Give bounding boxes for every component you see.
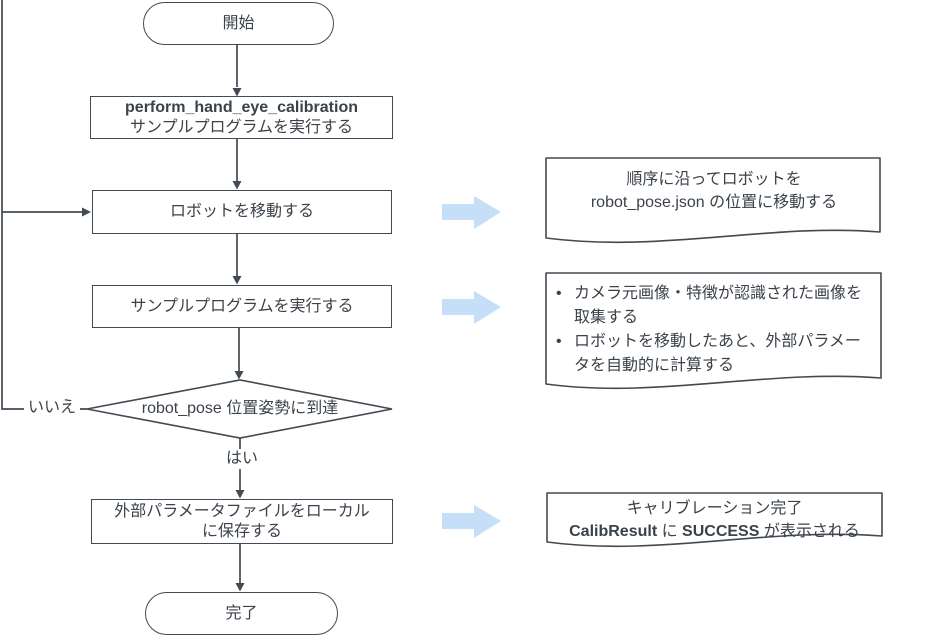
note2-text: • カメラ元画像・特徴が認識された画像を取集する • ロボットを移動したあと、外…	[556, 282, 874, 378]
step1-line1: perform_hand_eye_calibration	[125, 98, 358, 116]
arrowhead	[232, 88, 242, 97]
step2-label: ロボットを移動する	[169, 203, 314, 220]
step-save-file-node: 外部パラメータファイルをローカル に保存する	[91, 499, 393, 544]
branch-no-label: いいえ	[24, 398, 81, 418]
note3-line1: キャリブレーション完了	[626, 500, 803, 517]
end-label: 完了	[225, 604, 258, 622]
step4-line2: に保存する	[201, 522, 282, 540]
arrowhead	[234, 371, 244, 380]
note3-mid: に	[657, 523, 683, 540]
step-move-robot-node: ロボットを移動する	[92, 190, 392, 234]
note2-document-shape	[545, 272, 882, 390]
edge-loopback	[1, 0, 87, 410]
note2-bullet-item: • カメラ元画像・特徴が認識された画像を取集する	[556, 282, 874, 330]
step-run-program-node: サンプルプログラムを実行する	[92, 285, 392, 328]
note1-text: 順序に沿ってロボットを robot_pose.json の位置に移動する	[554, 168, 874, 214]
note2-item2: ロボットを移動したあと、外部パラメータを自動的に計算する	[574, 333, 861, 374]
note3-tail: が表示される	[759, 523, 860, 540]
step4-line1: 外部パラメータファイルをローカル	[114, 502, 370, 520]
note3-calibresult: CalibResult	[569, 523, 658, 540]
start-label: 開始	[222, 14, 255, 32]
arrowhead	[232, 181, 242, 190]
arrowhead	[235, 583, 245, 592]
arrowhead	[232, 276, 242, 285]
note3-text: キャリブレーション完了 CalibResult に SUCCESS が表示される	[549, 497, 880, 543]
note1-line1: 順序に沿ってロボットを	[626, 171, 802, 188]
note3-success: SUCCESS	[682, 523, 760, 540]
decision-label: robot_pose 位置姿勢に到達	[141, 400, 339, 417]
note1-document-shape	[545, 157, 881, 244]
step1-line2: サンプルプログラムを実行する	[129, 118, 354, 136]
blue-arrow-icon	[442, 291, 501, 324]
note1-line2: robot_pose.json の位置に移動する	[590, 194, 838, 211]
note3-line2: CalibResult に SUCCESS が表示される	[549, 520, 880, 543]
bullet-icon: •	[556, 285, 562, 302]
bullet-icon: •	[556, 333, 562, 350]
step3-label: サンプルプログラムを実行する	[130, 297, 354, 315]
note2-bullet-item: • ロボットを移動したあと、外部パラメータを自動的に計算する	[556, 330, 874, 378]
blue-arrow-icon	[442, 196, 501, 229]
decision-diamond-shape	[86, 379, 393, 439]
start-node: 開始	[143, 2, 334, 45]
blue-arrow-icon	[442, 505, 501, 538]
branch-yes-label: はい	[222, 449, 263, 469]
note3-document-shape	[546, 492, 883, 548]
arrowhead	[235, 490, 245, 499]
step-run-sample-program-node: perform_hand_eye_calibration サンプルプログラムを実…	[90, 96, 393, 139]
arrowhead	[82, 207, 91, 217]
end-node: 完了	[145, 592, 338, 635]
note2-item1: カメラ元画像・特徴が認識された画像を取集する	[574, 285, 863, 326]
